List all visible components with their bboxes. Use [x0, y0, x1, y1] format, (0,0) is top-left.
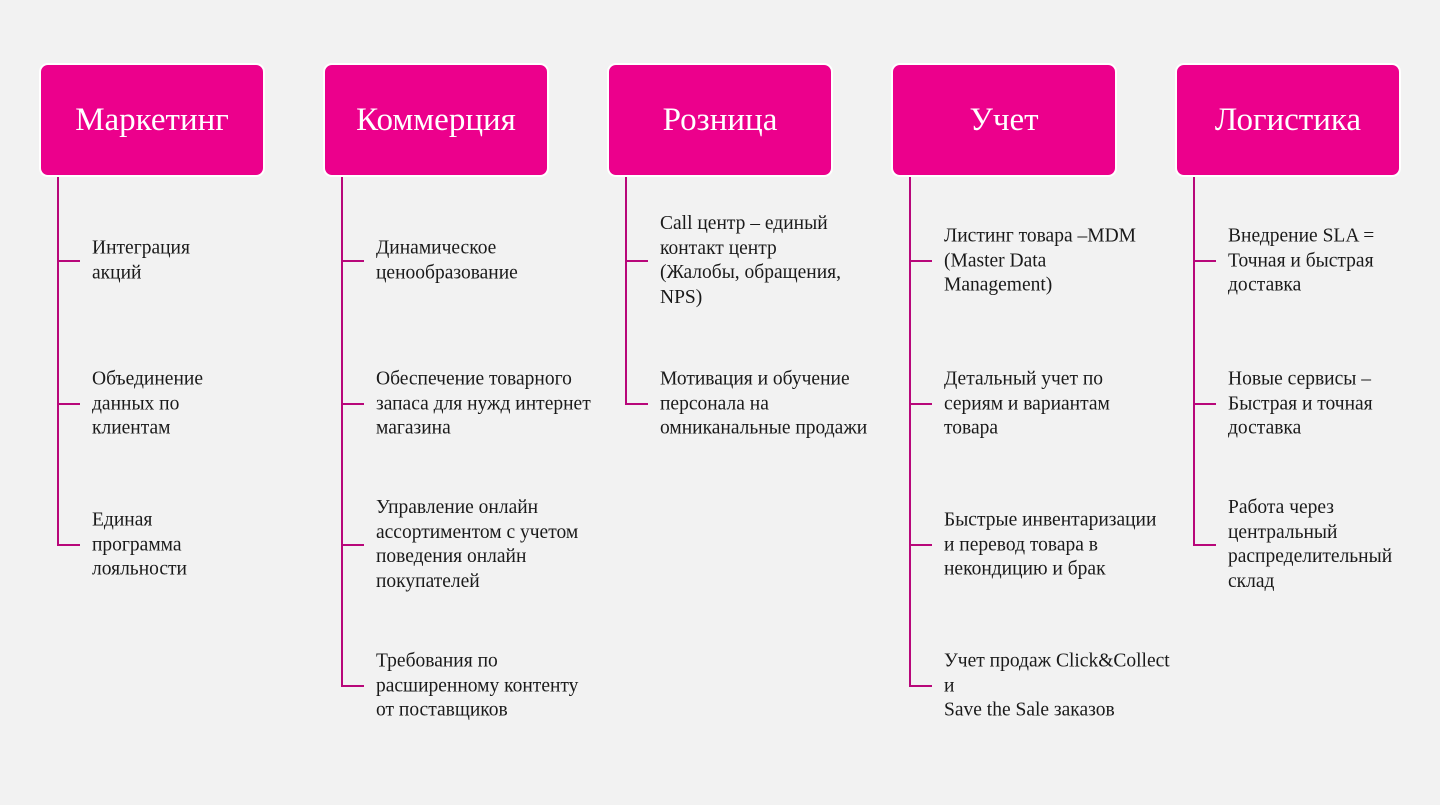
branch-line	[625, 403, 648, 405]
category-header: Маркетинг	[39, 63, 265, 177]
item-text: Объединение данных по клиентам	[92, 368, 203, 439]
item-text: Новые сервисы – Быстрая и точная доставк…	[1228, 368, 1373, 439]
branch-line	[1193, 544, 1216, 546]
item-text: Работа через центральный распределительн…	[1228, 497, 1393, 592]
category-header: Коммерция	[323, 63, 549, 177]
item-text: Управление онлайн ассортиментом с учетом…	[376, 497, 579, 592]
item-text: Интеграция акций	[92, 237, 190, 284]
branch-line	[57, 260, 80, 262]
branch-line	[909, 403, 932, 405]
connector-line	[341, 177, 343, 687]
item-text: Внедрение SLA = Точная и быстрая доставк…	[1228, 225, 1375, 296]
item-text: Обеспечение товарного запаса для нужд ин…	[376, 368, 591, 439]
connector-line	[625, 177, 627, 405]
item-text: Единая программа лояльности	[92, 509, 187, 580]
item-text: Call центр – единый контакт центр (Жалоб…	[660, 213, 842, 308]
item-text: Детальный учет по сериям и вариантам тов…	[944, 368, 1110, 439]
connector-line	[909, 177, 911, 687]
item-text: Учет продаж Click&Collect и Save the Sal…	[944, 650, 1170, 721]
category-header: Логистика	[1175, 63, 1401, 177]
connector-line	[57, 177, 59, 546]
branch-line	[57, 403, 80, 405]
category-header: Розница	[607, 63, 833, 177]
branch-line	[341, 544, 364, 546]
branch-line	[909, 260, 932, 262]
branch-line	[341, 685, 364, 687]
item-text: Листинг товара –MDM (Master Data Managem…	[944, 225, 1136, 296]
item-text: Быстрые инвентаризации и перевод товара …	[944, 509, 1157, 580]
branch-line	[341, 260, 364, 262]
branch-line	[909, 685, 932, 687]
item-text: Динамическое ценообразование	[376, 237, 518, 284]
branch-line	[1193, 403, 1216, 405]
branch-line	[341, 403, 364, 405]
category-header: Учет	[891, 63, 1117, 177]
branch-line	[1193, 260, 1216, 262]
item-text: Требования по расширенному контенту от п…	[376, 650, 579, 721]
connector-line	[1193, 177, 1195, 546]
branch-line	[625, 260, 648, 262]
branch-line	[909, 544, 932, 546]
branch-line	[57, 544, 80, 546]
item-text: Мотивация и обучение персонала на омника…	[660, 368, 868, 439]
